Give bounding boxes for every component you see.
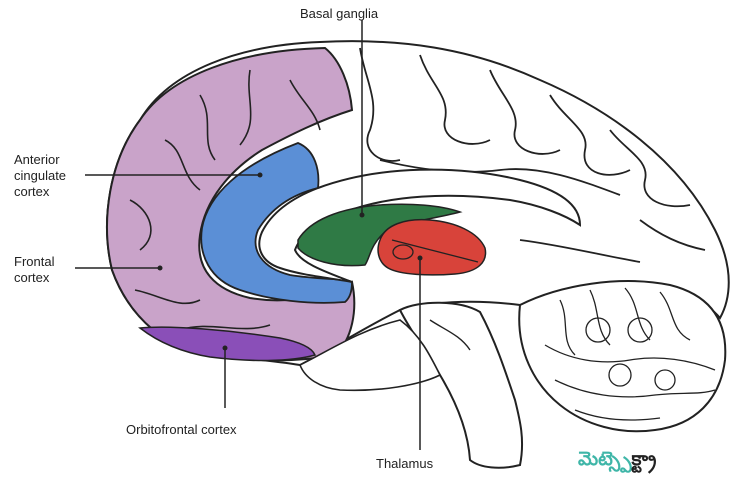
pons-line (429, 319, 471, 351)
anterior-cingulate-label: Anterior cingulate cortex (14, 152, 94, 200)
frontal-gyri (129, 69, 321, 331)
watermark-part1: మెట్ (578, 448, 632, 470)
gyri-lines (359, 47, 706, 263)
leader-dots (157, 172, 423, 351)
anterior-cingulate-label-line3: cortex (14, 184, 50, 199)
watermark-part2: స్పెక్ట్రా (631, 448, 657, 470)
anterior-cingulate-label-line2: cingulate (14, 168, 67, 183)
frontal-cortex-label-line2: cortex (14, 270, 50, 285)
orbitofrontal-label: Orbitofrontal cortex (126, 422, 237, 437)
cerebellum (518, 280, 727, 433)
watermark: మెట్స్పెక్ట్రా (578, 448, 656, 475)
brainstem (398, 301, 524, 469)
thalamus-nucleus (392, 244, 414, 260)
frontal-cortex-region (106, 46, 356, 362)
frontal-cortex-label: Frontal cortex (14, 254, 94, 286)
thalamus-label: Thalamus (376, 456, 434, 471)
orbitofrontal-region (138, 326, 317, 362)
anterior-cingulate-label-line1: Anterior (14, 152, 60, 167)
anterior-cingulate-region (200, 142, 353, 304)
basal-ganglia-label: Basal ganglia (300, 6, 379, 21)
frontal-cortex-label-line1: Frontal (14, 254, 55, 269)
temporal-lobe (298, 319, 442, 392)
leader-lines (75, 20, 421, 450)
cerebellum-folia (544, 287, 716, 421)
thalamus-line (391, 239, 479, 263)
thalamus-region (377, 218, 487, 276)
